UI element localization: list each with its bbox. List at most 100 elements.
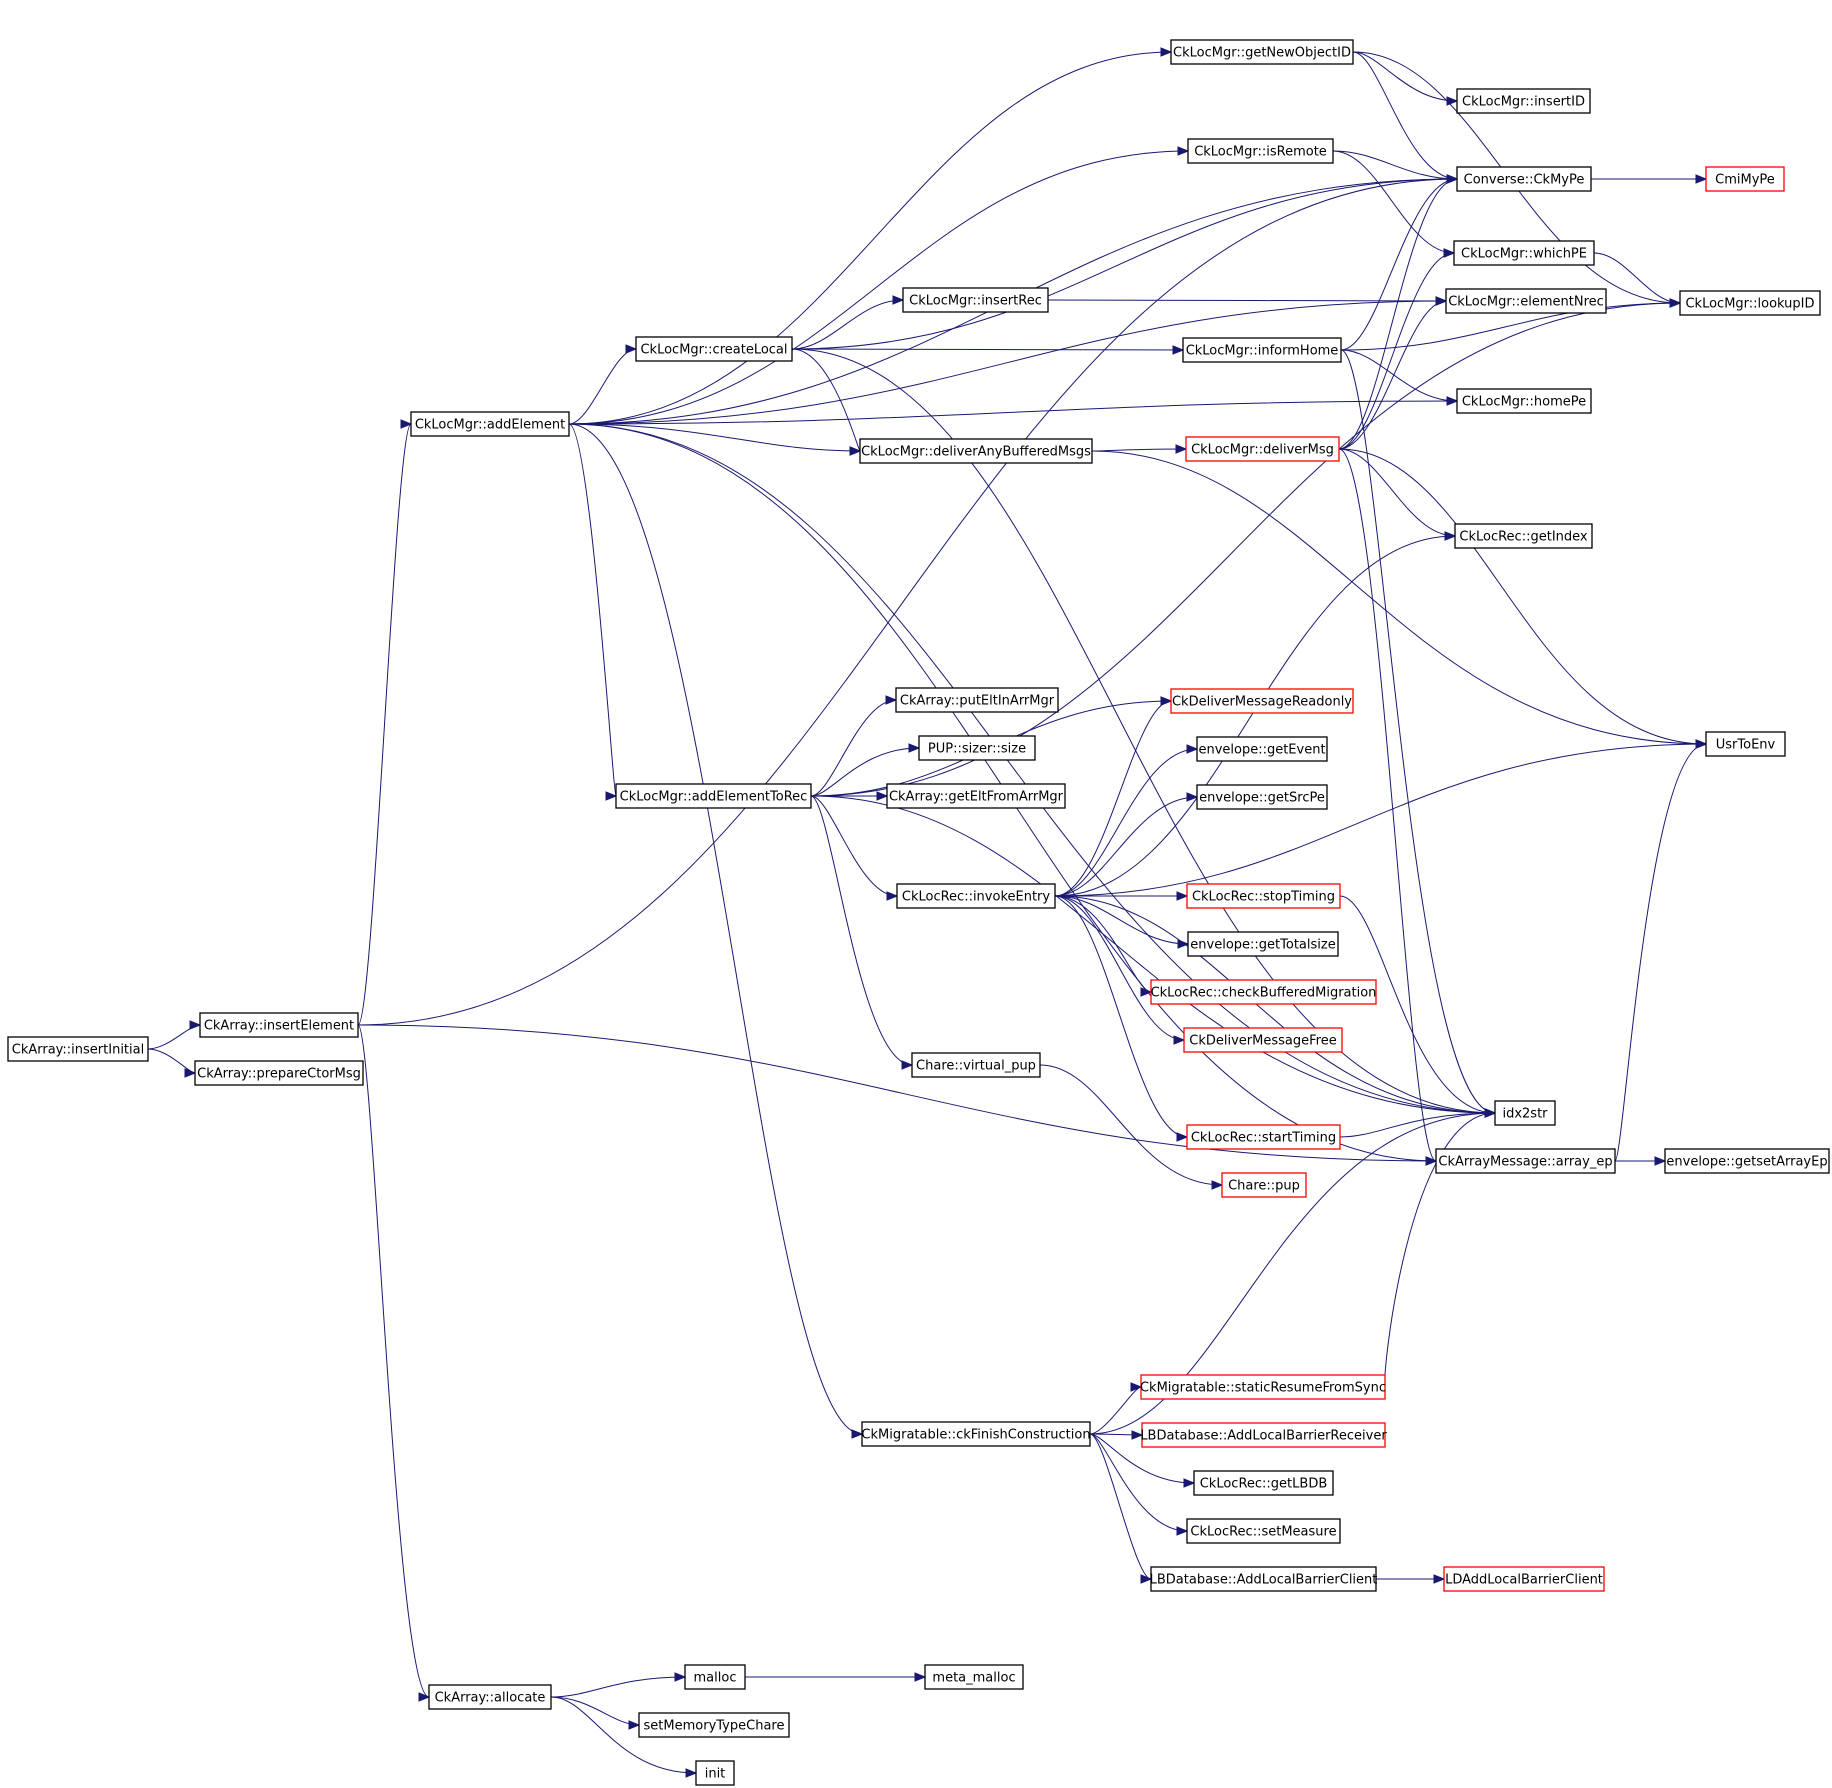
node-CkMyPe[interactable]: Converse::CkMyPe [1456, 166, 1592, 192]
node-getEltFromArrMgr[interactable]: CkArray::getEltFromArrMgr [886, 783, 1066, 809]
node-startTiming[interactable]: CkLocRec::startTiming [1186, 1124, 1341, 1150]
arrowhead-invokeEntry-to-deliverReadonly [1160, 696, 1173, 706]
arrowhead-addElementToRec-to-lookupID [1669, 298, 1682, 308]
node-label-insertElement: CkArray::insertElement [204, 1019, 354, 1034]
arrowhead-addElement-to-isRemote [1177, 146, 1190, 156]
node-deliverMsg[interactable]: CkLocMgr::deliverMsg [1185, 436, 1340, 462]
node-meta_malloc[interactable]: meta_malloc [924, 1664, 1024, 1690]
node-box-deliverReadonly [1170, 688, 1354, 714]
node-idx2str[interactable]: idx2str [1494, 1100, 1556, 1126]
node-whichPE[interactable]: CkLocMgr::whichPE [1453, 240, 1595, 266]
node-addElementToRec[interactable]: CkLocMgr::addElementToRec [615, 783, 812, 809]
node-AddLocalBarrierClient[interactable]: LBDatabase::AddLocalBarrierClient [1150, 1566, 1378, 1592]
edge-addElement-to-createLocal [568, 348, 637, 425]
node-array_ep[interactable]: CkArrayMessage::array_ep [1435, 1148, 1616, 1174]
node-staticResumeFromSync[interactable]: CkMigratable::staticResumeFromSync [1140, 1374, 1386, 1400]
node-invokeEntry[interactable]: CkLocRec::invokeEntry [896, 883, 1056, 909]
node-label-getEltFromArrMgr: CkArray::getEltFromArrMgr [889, 790, 1064, 805]
node-virtual_pup[interactable]: Chare::virtual_pup [911, 1052, 1041, 1078]
node-malloc[interactable]: malloc [684, 1664, 746, 1690]
node-box-setMemoryTypeChare [638, 1712, 790, 1738]
edge-addElement-to-isRemote [568, 150, 1189, 425]
node-getNewObjectID[interactable]: CkLocMgr::getNewObjectID [1170, 39, 1354, 65]
node-label-AddLocalBarrierClient: LBDatabase::AddLocalBarrierClient [1150, 1573, 1378, 1588]
node-setMeasure[interactable]: CkLocRec::setMeasure [1186, 1518, 1341, 1544]
node-elementNrec[interactable]: CkLocMgr::elementNrec [1445, 288, 1607, 314]
node-label-invokeEntry: CkLocRec::invokeEntry [902, 890, 1051, 905]
node-box-sizerSize [918, 735, 1036, 761]
node-deliverReadonly[interactable]: CkDeliverMessageReadonly [1170, 688, 1354, 714]
node-prepareCtorMsg[interactable]: CkArray::prepareCtorMsg [194, 1060, 364, 1086]
node-insertElement[interactable]: CkArray::insertElement [199, 1012, 359, 1038]
edge-ckFinishConstruction-to-AddLocalBarrierClient [1089, 1433, 1152, 1580]
node-AddLocalBarrierReceiver[interactable]: LBDatabase::AddLocalBarrierReceiver [1140, 1422, 1387, 1448]
node-isRemote[interactable]: CkLocMgr::isRemote [1187, 138, 1334, 164]
node-label-informHome: CkLocMgr::informHome [1186, 344, 1339, 359]
node-getSrcPe[interactable]: envelope::getSrcPe [1196, 784, 1328, 810]
node-box-staticResumeFromSync [1140, 1374, 1386, 1400]
node-stopTiming[interactable]: CkLocRec::stopTiming [1186, 883, 1341, 909]
edge-invokeEntry-to-deliverFree [1054, 895, 1185, 1041]
edge-invokeEntry-to-startTiming [1054, 895, 1188, 1138]
node-deliverFree[interactable]: CkDeliverMessageFree [1183, 1027, 1343, 1053]
node-putEltInArrMgr[interactable]: CkArray::putEltInArrMgr [895, 687, 1059, 713]
node-label-virtual_pup: Chare::virtual_pup [916, 1059, 1036, 1074]
node-label-getLBDB: CkLocRec::getLBDB [1200, 1477, 1328, 1492]
node-box-startTiming [1186, 1124, 1341, 1150]
node-insertID[interactable]: CkLocMgr::insertID [1456, 88, 1591, 114]
arrowhead-invokeEntry-to-stopTiming [1176, 891, 1189, 901]
node-checkBufferedMigration[interactable]: CkLocRec::checkBufferedMigration [1150, 979, 1377, 1005]
node-box-insertRec [902, 287, 1049, 313]
node-informHome[interactable]: CkLocMgr::informHome [1182, 337, 1342, 363]
node-getLBDB[interactable]: CkLocRec::getLBDB [1193, 1470, 1334, 1496]
node-charePup[interactable]: Chare::pup [1221, 1172, 1307, 1198]
node-box-setMeasure [1186, 1518, 1341, 1544]
node-box-getIndex [1454, 523, 1593, 549]
node-sizerSize[interactable]: PUP::sizer::size [918, 735, 1036, 761]
node-UsrToEnv[interactable]: UsrToEnv [1705, 731, 1786, 757]
node-label-staticResumeFromSync: CkMigratable::staticResumeFromSync [1140, 1381, 1386, 1396]
node-homePe[interactable]: CkLocMgr::homePe [1456, 388, 1592, 414]
node-CmiMyPe[interactable]: CmiMyPe [1705, 166, 1785, 192]
node-setMemoryTypeChare[interactable]: setMemoryTypeChare [638, 1712, 790, 1738]
node-getIndex[interactable]: CkLocRec::getIndex [1454, 523, 1593, 549]
node-label-getNewObjectID: CkLocMgr::getNewObjectID [1173, 46, 1351, 61]
node-label-array_ep: CkArrayMessage::array_ep [1438, 1155, 1612, 1170]
arrowhead-addElement-to-addElementToRec [605, 791, 618, 801]
edge-informHome-to-lookupID [1340, 302, 1681, 351]
node-getTotalsize[interactable]: envelope::getTotalsize [1187, 931, 1339, 957]
arrowhead-insertElement-to-addElement [400, 419, 413, 429]
node-getsetArrayEp[interactable]: envelope::getsetArrayEp [1664, 1148, 1830, 1174]
edge-allocate-to-malloc [550, 1676, 686, 1698]
node-label-isRemote: CkLocMgr::isRemote [1194, 145, 1327, 160]
edge-staticResumeFromSync-to-idx2str [1384, 1112, 1496, 1388]
edge-createLocal-to-deliverAnyBufferedMsgs [791, 348, 861, 452]
node-allocate[interactable]: CkArray::allocate [428, 1684, 552, 1710]
edge-ckFinishConstruction-to-setMeasure [1089, 1433, 1188, 1532]
arrowhead-invokeEntry-to-getEvent [1186, 744, 1199, 754]
edge-deliverMsg-to-elementNrec [1338, 300, 1447, 450]
node-getEvent[interactable]: envelope::getEvent [1196, 736, 1328, 762]
node-box-prepareCtorMsg [194, 1060, 364, 1086]
node-label-deliverReadonly: CkDeliverMessageReadonly [1172, 695, 1352, 710]
node-label-checkBufferedMigration: CkLocRec::checkBufferedMigration [1151, 986, 1377, 1001]
edge-invokeEntry-to-getSrcPe [1054, 796, 1198, 897]
node-box-informHome [1182, 337, 1342, 363]
node-box-getTotalsize [1187, 931, 1339, 957]
node-label-CmiMyPe: CmiMyPe [1715, 173, 1775, 188]
edge-insertInitial-to-prepareCtorMsg [147, 1048, 196, 1074]
node-lookupID[interactable]: CkLocMgr::lookupID [1679, 290, 1821, 316]
node-insertInitial[interactable]: CkArray::insertInitial [7, 1036, 149, 1062]
node-createLocal[interactable]: CkLocMgr::createLocal [635, 336, 793, 362]
node-addElement[interactable]: CkLocMgr::addElement [410, 411, 570, 437]
node-ckFinishConstruction[interactable]: CkMigratable::ckFinishConstruction [861, 1421, 1091, 1447]
arrowhead-deliverAnyBufferedMsgs-to-deliverMsg [1175, 444, 1188, 454]
edge-informHome-to-idx2str [1340, 349, 1496, 1114]
arrowhead-invokeEntry-to-getIndex [1444, 531, 1457, 541]
edge-deliverAnyBufferedMsgs-to-deliverMsg [1091, 448, 1187, 452]
node-init[interactable]: init [695, 1760, 735, 1786]
node-insertRec[interactable]: CkLocMgr::insertRec [902, 287, 1049, 313]
node-LDAddLocalBarrierClient[interactable]: LDAddLocalBarrierClient [1443, 1566, 1605, 1592]
arrowhead-addElementToRec-to-virtual_pup [901, 1060, 914, 1070]
node-deliverAnyBufferedMsgs[interactable]: CkLocMgr::deliverAnyBufferedMsgs [859, 438, 1093, 464]
